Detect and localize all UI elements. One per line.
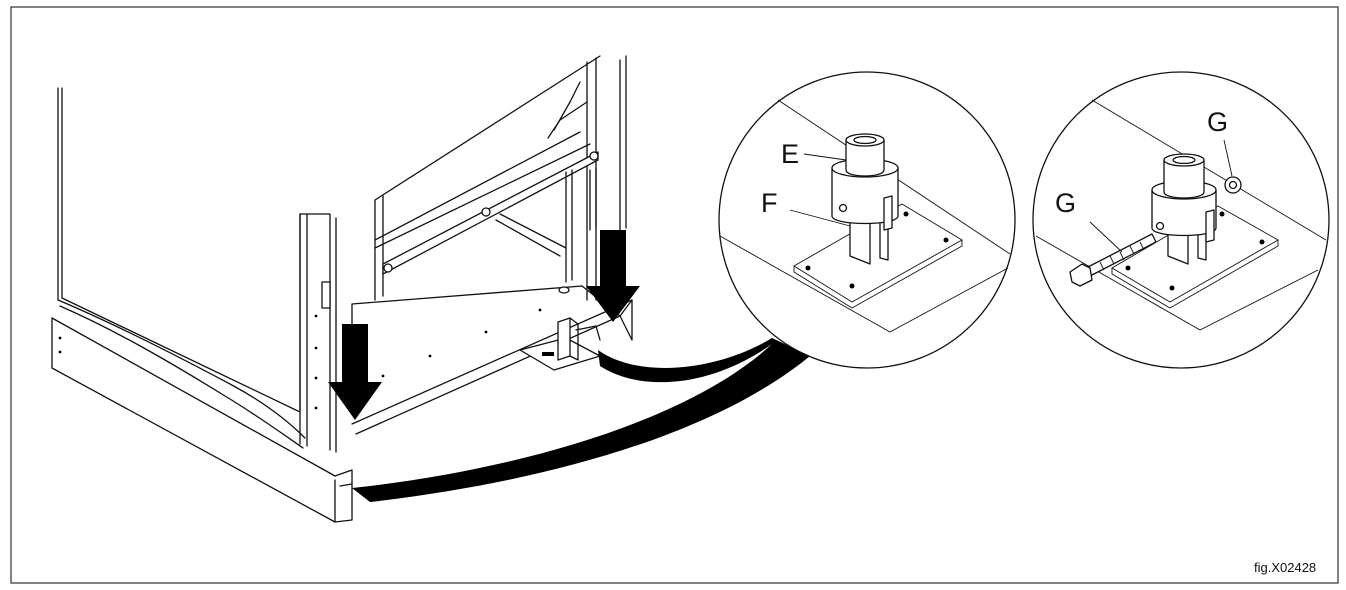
callout-g-top: G <box>1207 107 1228 137</box>
mounting-foot-small <box>519 317 601 371</box>
machine-cabinet <box>51 55 633 523</box>
detail-view-1 <box>718 71 1016 369</box>
figure-frame <box>10 6 1339 584</box>
down-arrow-right <box>586 230 640 322</box>
callout-e: E <box>781 139 799 169</box>
callout-g-left: G <box>1055 188 1076 218</box>
down-arrow-left <box>328 324 382 420</box>
detail-view-2 <box>1032 71 1330 369</box>
magnifier-connector-band <box>352 338 810 502</box>
figure-reference: fig.X02428 <box>1254 560 1316 575</box>
callout-f: F <box>761 188 778 218</box>
